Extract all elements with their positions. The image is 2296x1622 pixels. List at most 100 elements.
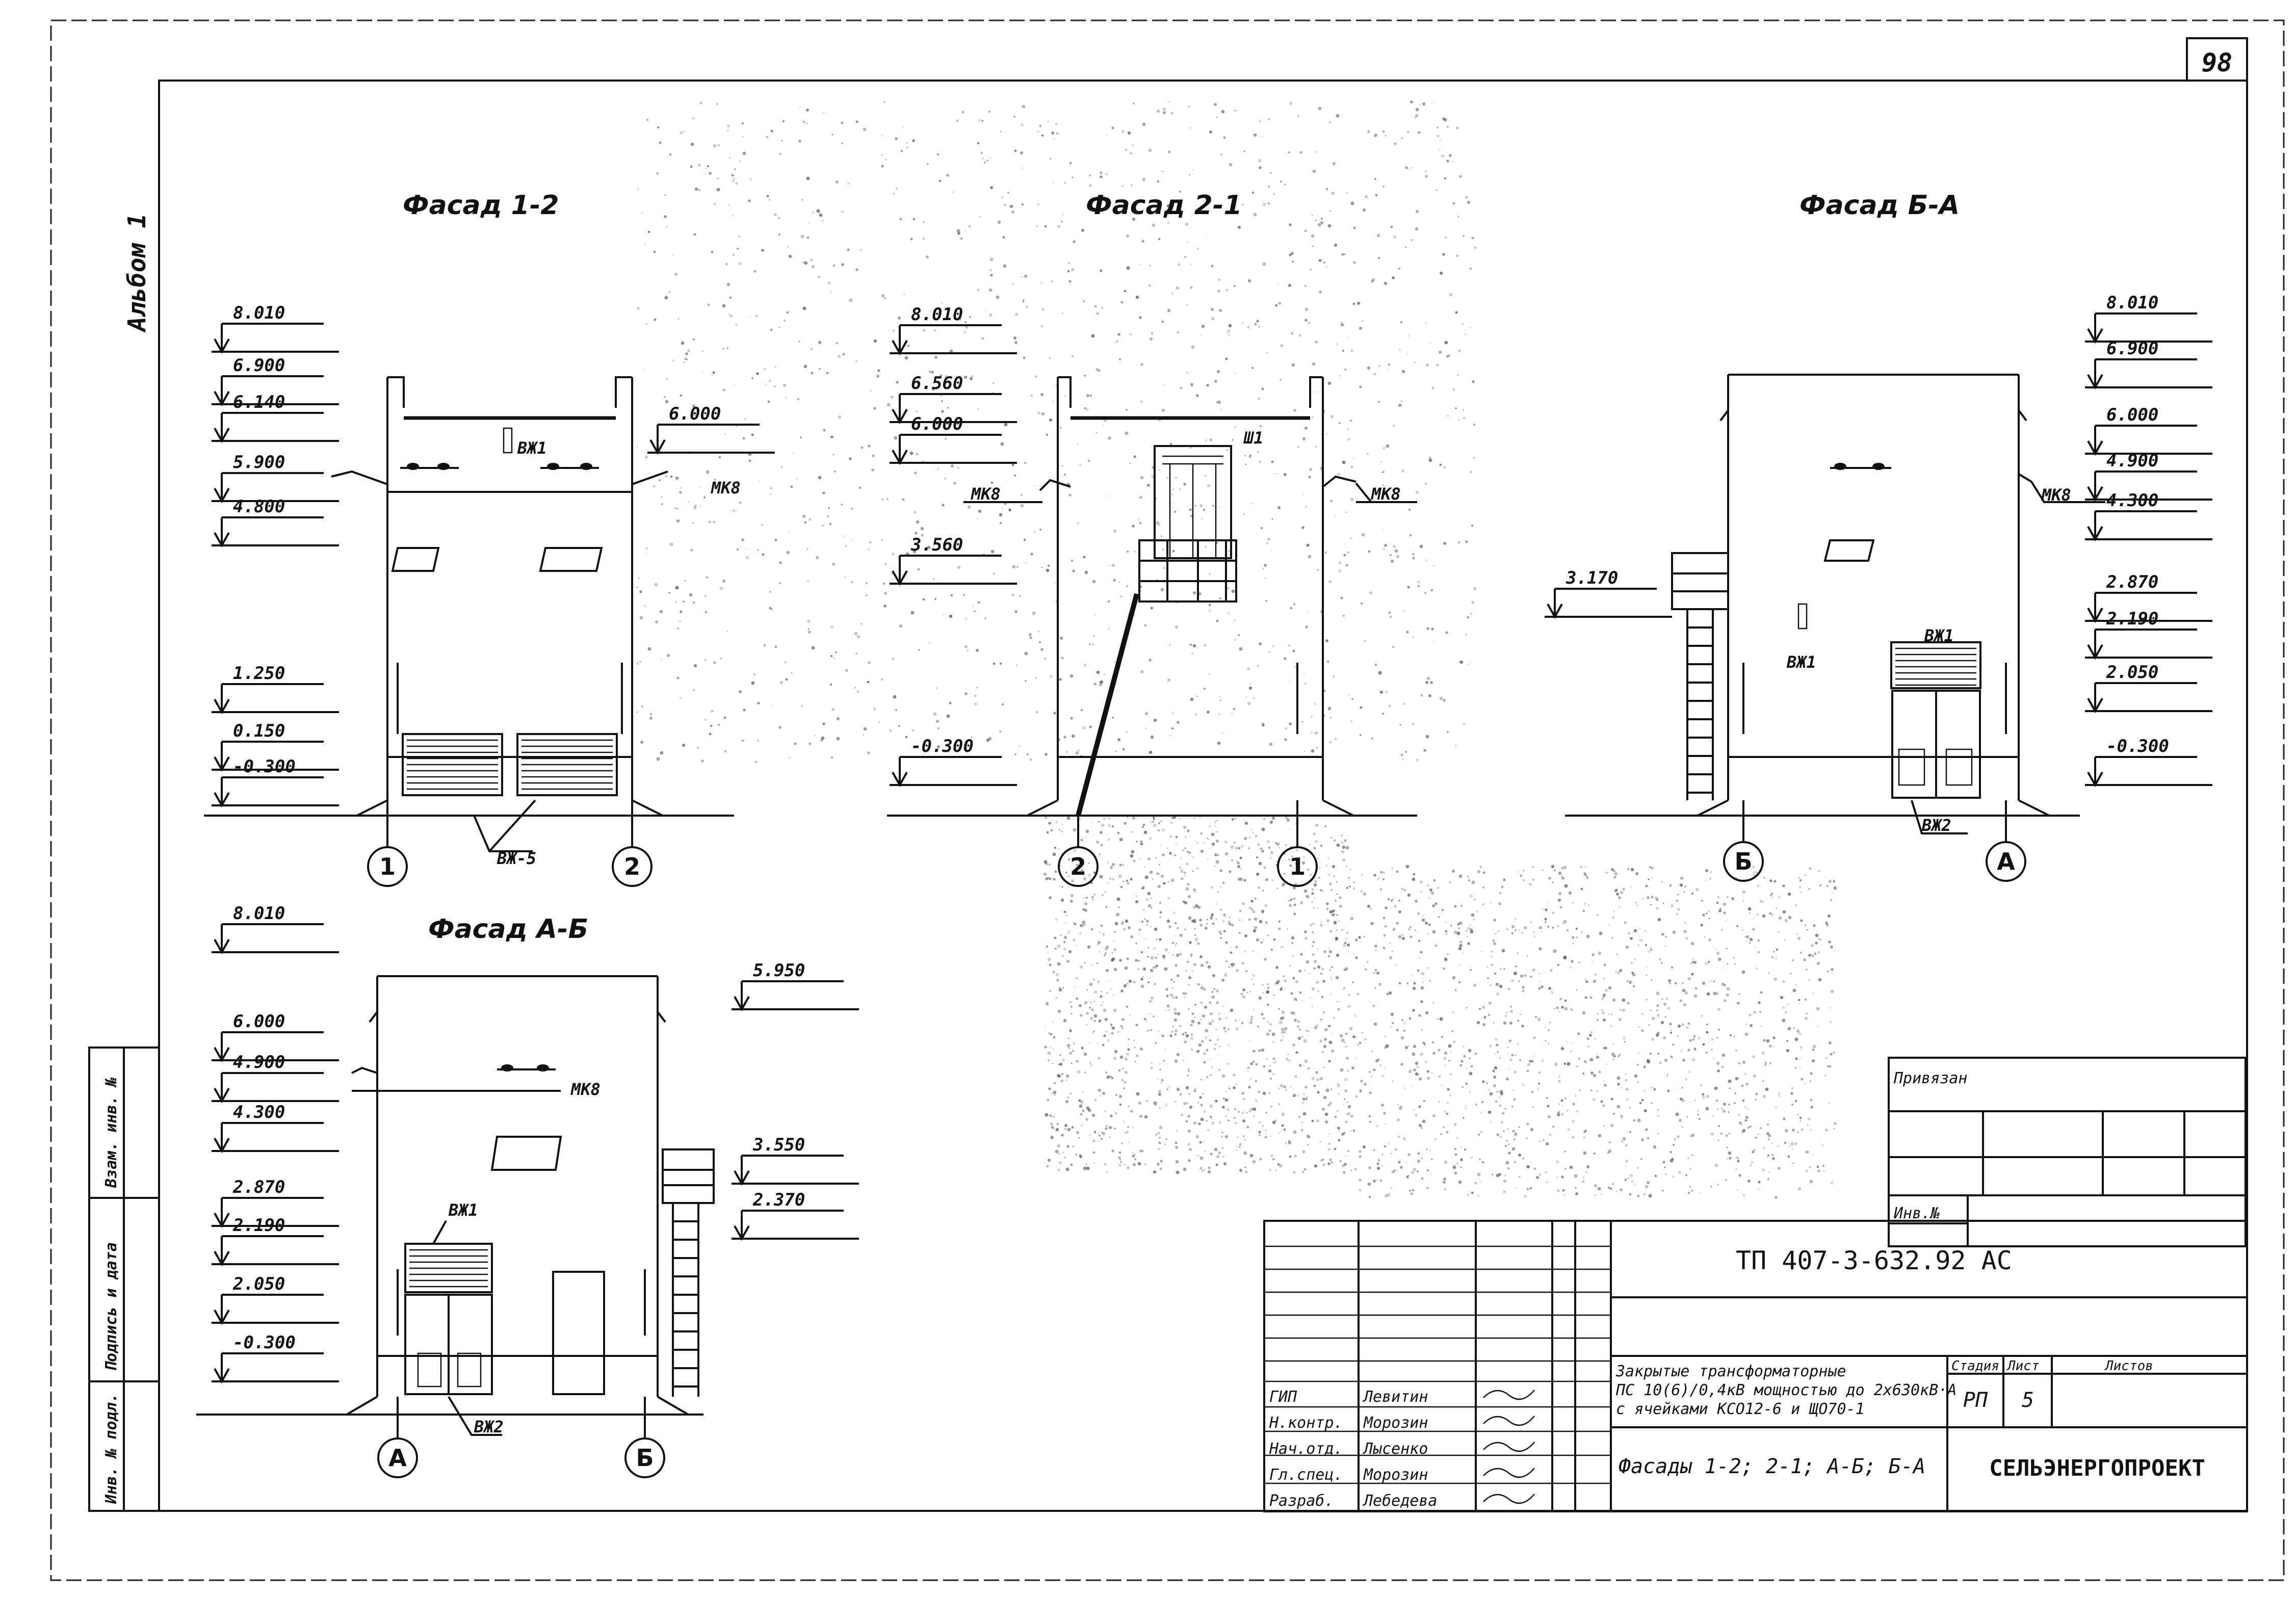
facade-a-b: Фасад А-Б А Б МК8 ВЖ1 ВЖ2 8.010 6.000 4.90… <box>196 903 859 1478</box>
facade-title: Фасад Б-А <box>1799 190 1960 221</box>
signature-role: ГИП <box>1269 1388 1297 1406</box>
level-mark-left: 6.900 <box>233 355 285 376</box>
signature-role: Гл.спец. <box>1269 1466 1343 1484</box>
level-mark-left: 0.150 <box>233 721 285 741</box>
level-mark-right: 8.010 <box>2106 293 2158 313</box>
sheet-header: Лист <box>2006 1358 2040 1374</box>
label-vzh2: ВЖ2 <box>474 1417 504 1436</box>
axis-1: 1 <box>379 853 396 880</box>
sheet-title: Фасады 1-2; 2-1; А-Б; Б-А <box>1619 1455 1925 1478</box>
facade-2-1: Фасад 2-1 2 1 МК8 МК8 Ш1 8.010 6.560 6.000… <box>887 190 1417 887</box>
level-mark-right: 2.050 <box>2106 662 2158 683</box>
outer-frame <box>50 19 2285 1581</box>
level-mark-left: 4.300 <box>233 1102 285 1122</box>
level-mark-right: -0.300 <box>2106 736 2169 756</box>
level-mark-left: 5.900 <box>233 452 285 473</box>
binding-title: Привязан <box>1893 1069 1968 1087</box>
label-sh1: Ш1 <box>1243 428 1264 448</box>
axis-2: 2 <box>1070 853 1086 880</box>
level-mark-right: 2.870 <box>2106 572 2158 592</box>
level-mark-left: -0.300 <box>233 756 296 777</box>
label-vzh1: ВЖ1 <box>517 438 547 458</box>
drawing-code: ТП 407-3-632.92 АС <box>1736 1246 2012 1275</box>
level-mark-left: 6.000 <box>911 414 963 434</box>
level-mark-left: 2.190 <box>232 1215 285 1236</box>
description-line-2: ПС 10(6)/0,4кВ мощностью до 2х630кВ·А <box>1615 1381 1956 1399</box>
level-mark-right: 6.900 <box>2106 338 2158 359</box>
level-mark-left: 3.560 <box>910 535 963 555</box>
level-mark-left: 1.250 <box>233 663 285 684</box>
description-line-3: с ячейками КСО12-6 и ЩО70-1 <box>1616 1400 1865 1418</box>
facade-b-a: Фасад Б-А Б А МК8 ВЖ1 ВЖ1 ВЖ2 3.170 8.010… <box>1545 190 2212 882</box>
signature-role: Нач.отд. <box>1269 1440 1343 1458</box>
signature-name: Морозин <box>1363 1466 1428 1484</box>
label-vzh1-right: ВЖ1 <box>1924 626 1954 645</box>
level-mark-left: 8.010 <box>233 903 285 924</box>
sheets-header: Листов <box>2104 1358 2153 1374</box>
axis-a: А <box>388 1444 407 1472</box>
title-block: ТП 407-3-632.92 АС Закрытые трансформато… <box>1263 1220 2248 1512</box>
axis-2: 2 <box>624 853 640 880</box>
level-mark-right: 2.370 <box>752 1190 805 1210</box>
axis-b: Б <box>1734 848 1752 875</box>
binding-box: Привязан Инв.№ <box>1888 1057 2247 1247</box>
signature-name: Левитин <box>1362 1388 1428 1406</box>
facade-title: Фасад А-Б <box>428 914 588 945</box>
level-mark-left: 2.870 <box>232 1177 285 1197</box>
stamp-cell-2: Подпись и дата <box>102 1242 120 1371</box>
level-mark-left: -0.300 <box>911 736 974 756</box>
organization: СЕЛЬЭНЕРГОПРОЕКТ <box>1989 1455 2205 1481</box>
album-label: Альбом 1 <box>123 214 151 333</box>
label-mk8: МК8 <box>570 1080 601 1099</box>
level-mark-left: -0.300 <box>233 1332 296 1353</box>
signature-name: Лысенко <box>1362 1440 1428 1458</box>
label-mk8-right: МК8 <box>1371 484 1401 504</box>
stage-value: РП <box>1963 1389 1988 1412</box>
binding-inv-label: Инв.№ <box>1893 1205 1940 1222</box>
level-mark-left: 4.900 <box>233 1052 285 1072</box>
sheet-number: 98 <box>2202 48 2232 77</box>
level-mark-left: 4.800 <box>233 496 285 517</box>
axis-a: А <box>1997 848 2015 875</box>
stamp-cell-1: Инв. № подл. <box>102 1393 120 1504</box>
label-mk8: МК8 <box>2041 485 2071 505</box>
label-mk8-left: МК8 <box>971 484 1001 504</box>
signature-name: Лебедева <box>1362 1492 1438 1510</box>
facade-1-2: Фасад 1-2 1 2 ВЖ1 МК8 ВЖ-5 8.010 6.900 6.1… <box>204 190 775 887</box>
level-mark-right: 3.550 <box>752 1135 805 1155</box>
level-mark-right: 5.950 <box>753 960 805 981</box>
description-line-1: Закрытые трансформаторные <box>1615 1363 1846 1380</box>
label-mk8: МК8 <box>711 478 741 498</box>
level-mark-left: 8.010 <box>911 304 963 325</box>
facade-title: Фасад 2-1 <box>1086 190 1242 221</box>
signature-role: Н.контр. <box>1269 1414 1343 1432</box>
label-vzh5: ВЖ-5 <box>497 849 536 868</box>
inner-frame <box>158 80 2248 1512</box>
level-mark-left: 3.170 <box>1566 568 1618 588</box>
signature-name: Морозин <box>1363 1414 1428 1432</box>
facade-title: Фасад 1-2 <box>403 190 559 221</box>
stage-header: Стадия <box>1951 1358 1999 1374</box>
signature-role: Разраб. <box>1269 1492 1334 1510</box>
level-mark-right: 6.000 <box>669 404 721 424</box>
sheet-number-box <box>2186 37 2248 82</box>
level-mark-right: 2.190 <box>2106 609 2158 629</box>
level-mark-left: 8.010 <box>233 303 285 323</box>
level-mark-left: 6.140 <box>233 392 285 412</box>
level-mark-left: 6.560 <box>911 373 963 394</box>
level-mark-left: 6.000 <box>233 1011 285 1032</box>
label-vzh1-left: ВЖ1 <box>1786 652 1816 672</box>
axis-1: 1 <box>1289 853 1306 880</box>
stamp-cell-3: Взам. инв. № <box>102 1077 120 1188</box>
level-mark-right: 6.000 <box>2106 405 2158 425</box>
label-vzh1: ВЖ1 <box>448 1200 478 1220</box>
paper-speckle <box>636 100 1837 1199</box>
level-mark-right: 4.900 <box>2106 451 2158 471</box>
level-mark-left: 2.050 <box>232 1274 285 1294</box>
label-vzh2: ВЖ2 <box>1921 816 1951 835</box>
axis-b: Б <box>636 1444 654 1472</box>
sheet-value: 5 <box>2022 1389 2034 1412</box>
side-stamp: Инв. № подл. Подпись и дата Взам. инв. № <box>88 1047 160 1512</box>
level-mark-right: 4.300 <box>2106 490 2158 511</box>
